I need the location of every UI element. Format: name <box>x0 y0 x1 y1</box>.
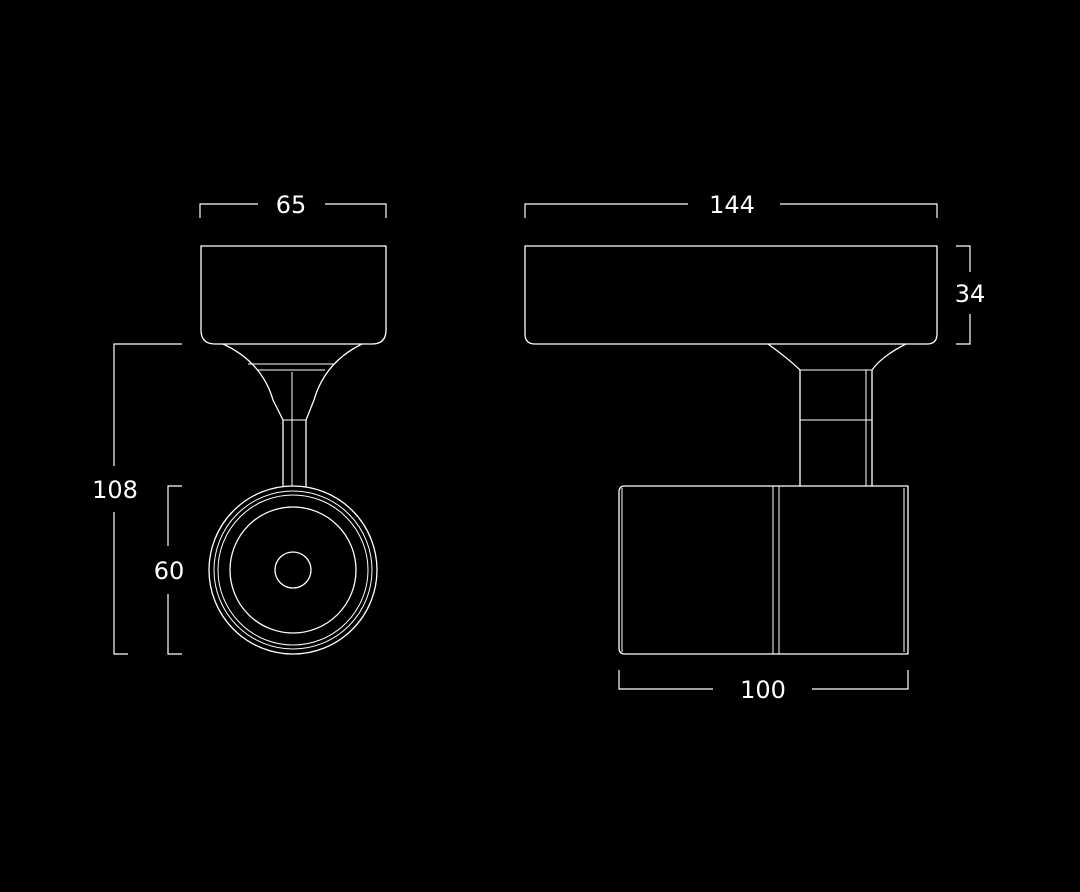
front-view-base <box>200 245 387 345</box>
dimension-head-diameter: 60 <box>154 485 185 655</box>
dimension-total-height-label: 108 <box>92 476 138 504</box>
dimension-total-height: 108 <box>92 343 182 655</box>
side-view-base <box>524 245 938 345</box>
dimension-front-width-label: 65 <box>276 191 307 219</box>
side-view <box>524 245 938 655</box>
front-view <box>200 245 387 655</box>
dimension-base-height: 34 <box>955 245 986 345</box>
front-view-center <box>274 551 312 589</box>
front-view-head-outer <box>208 485 378 655</box>
side-view-head <box>618 485 909 655</box>
dimension-head-length-label: 100 <box>740 676 786 704</box>
dimension-head-diameter-label: 60 <box>154 557 185 585</box>
front-view-neck <box>222 343 284 487</box>
dimension-side-width-label: 144 <box>709 191 755 219</box>
dimension-side-width: 144 <box>524 191 938 219</box>
side-view-neck <box>767 343 801 487</box>
dimension-head-length: 100 <box>618 670 909 704</box>
front-view-lens <box>229 506 357 634</box>
dimension-front-width: 65 <box>199 191 387 219</box>
dimension-base-height-label: 34 <box>955 280 986 308</box>
